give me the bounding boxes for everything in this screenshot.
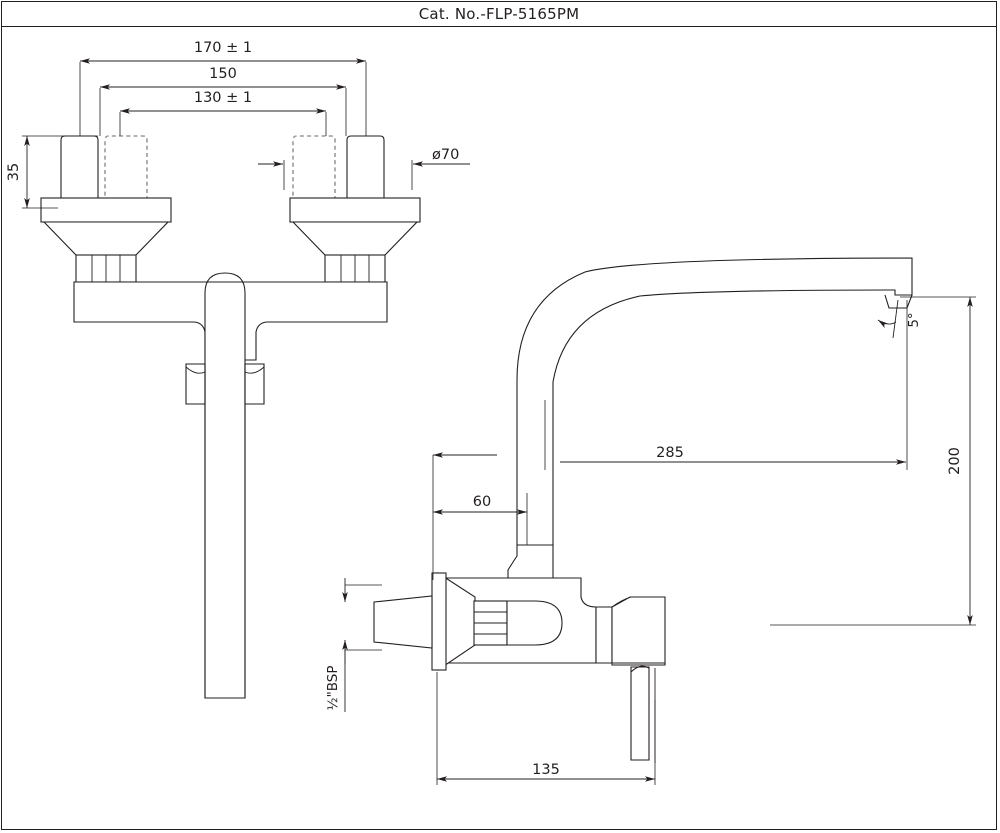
- escutcheon-right: [289, 197, 421, 283]
- front-collar-left: [185, 363, 206, 405]
- splined-connector: [473, 600, 508, 646]
- hidden-handle-outline-left: [104, 135, 148, 210]
- front-collar-right: [244, 363, 265, 405]
- front-view-dimensions: 170 ± 1 150 130 ± 1 35 ø70: [6, 40, 470, 209]
- dim-bsp-label: ½"BSP: [325, 665, 341, 710]
- dim-35-label: 35: [6, 163, 22, 181]
- side-spout-taper: [507, 544, 554, 583]
- dim-200-label: 200: [947, 447, 963, 475]
- angle-annotation-5deg: 5°: [877, 299, 922, 339]
- handle-stem-right: [346, 135, 385, 209]
- dim-285-label: 285: [656, 445, 684, 461]
- dim-135-label: 135: [532, 762, 560, 778]
- cartridge-dome: [506, 600, 563, 646]
- dim-130-label: 130 ± 1: [194, 90, 252, 106]
- side-spout: [516, 257, 913, 546]
- hidden-handle-outline-right: [292, 135, 336, 210]
- front-spout-column: [204, 272, 246, 699]
- side-view-dimensions: 200 285 60 135 ½"BSP: [325, 296, 976, 785]
- page-title: Cat. No.-FLP-5165PM: [418, 4, 580, 23]
- lever-neck: [595, 596, 666, 666]
- dim-60-label: 60: [473, 494, 491, 510]
- dim-150-label: 150: [209, 66, 237, 82]
- handle-stem-left: [60, 135, 99, 209]
- inlet-pipe: [373, 595, 433, 649]
- dim-5deg-label: 5°: [906, 312, 922, 327]
- title-block: Cat. No.-FLP-5165PM: [1, 1, 997, 27]
- dim-d70-label: ø70: [432, 147, 459, 163]
- lever-handle: [630, 665, 656, 763]
- side-view-group: [373, 257, 913, 763]
- escutcheon-left: [40, 197, 172, 283]
- dim-170-label: 170 ± 1: [194, 40, 252, 56]
- front-view-group: [40, 135, 421, 699]
